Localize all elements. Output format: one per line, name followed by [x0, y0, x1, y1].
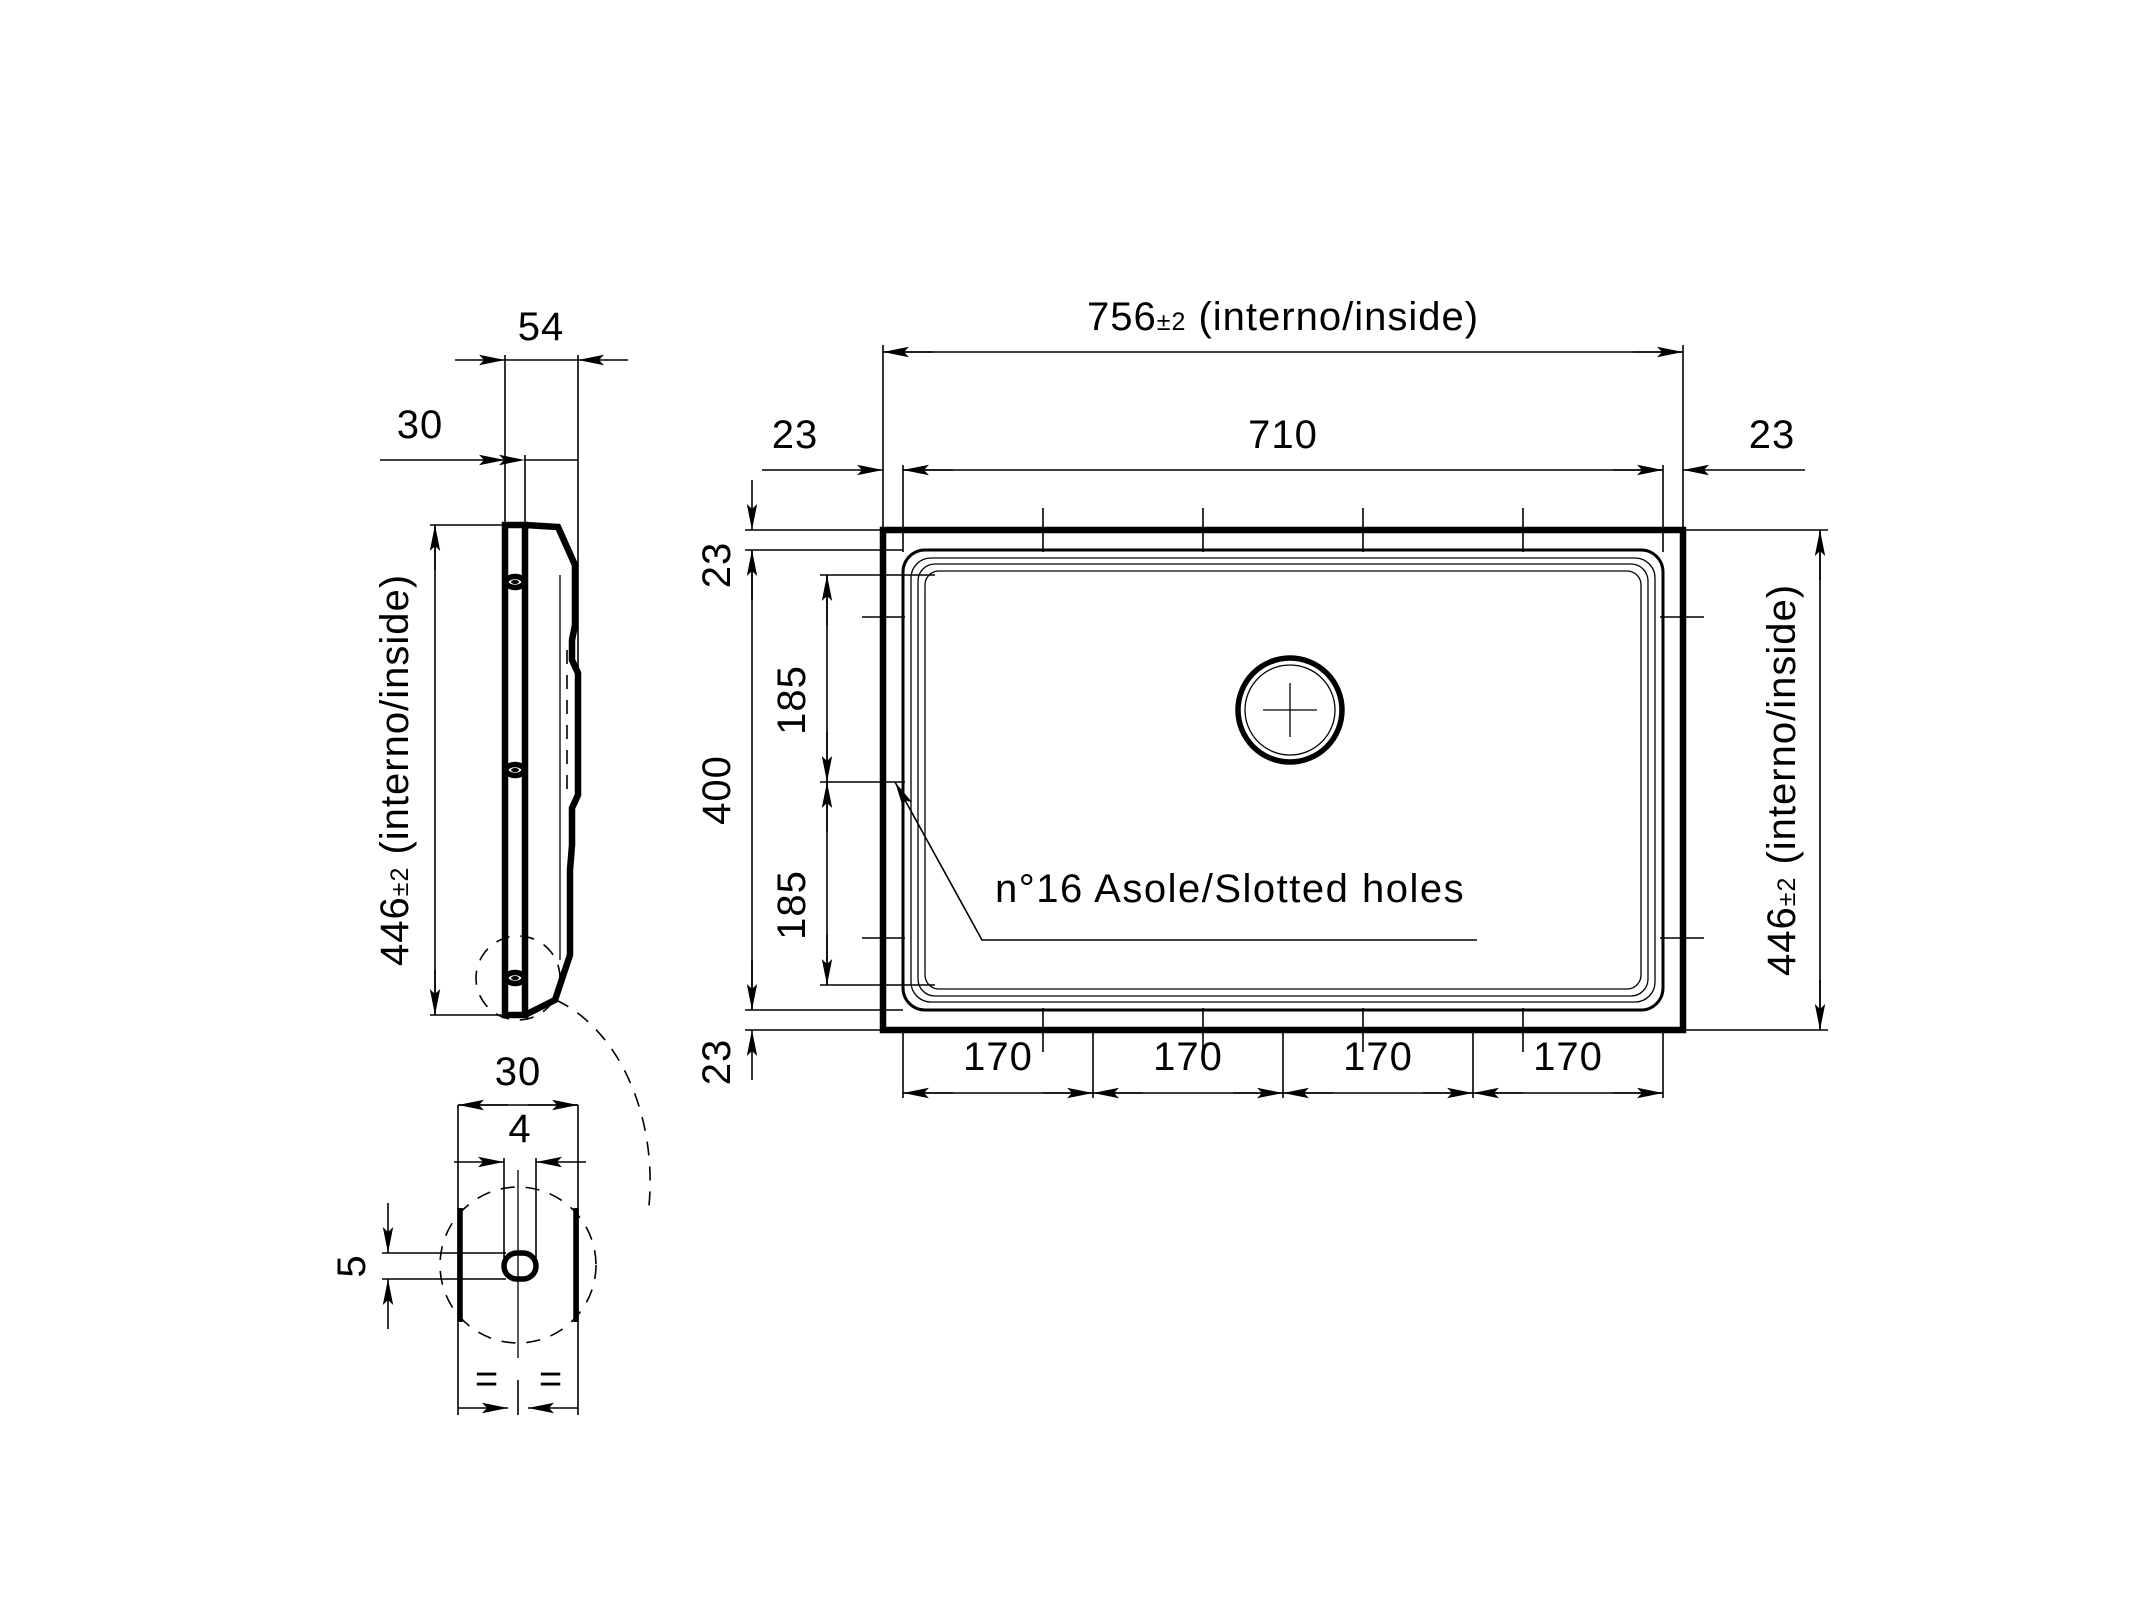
- plan-drain-hole: [1235, 655, 1345, 765]
- side-view: 54 30 446±2 (interno/inside): [373, 305, 651, 1216]
- dim-446-left-label: 446±2 (interno/inside): [373, 574, 417, 966]
- detail-enlarge-circle: [439, 1186, 597, 1344]
- plan-view: n°16 Asole/Slotted holes 756±2 (interno/…: [695, 295, 1828, 1099]
- plan-outer-flange: [879, 526, 1687, 1034]
- dim-4-detail-label: 4: [508, 1107, 531, 1151]
- dim-30-detail-label: 30: [495, 1050, 542, 1094]
- side-view-slot-holes: [503, 573, 527, 987]
- dim-54-label: 54: [518, 305, 565, 349]
- dim-446-left: 446±2 (interno/inside): [373, 524, 505, 1016]
- dim-756: 756±2 (interno/inside): [882, 295, 1684, 530]
- detail-callout-circle: [475, 935, 651, 1216]
- plan-note-label: n°16 Asole/Slotted holes: [995, 867, 1465, 911]
- dim-185-lower-label: 185: [770, 870, 814, 940]
- plan-inner-basin: [901, 548, 1665, 1012]
- detail-slot-hole: [501, 1250, 539, 1282]
- dim-446-right: 446±2 (interno/inside): [1683, 529, 1828, 1031]
- dim-5-detail-label: 5: [330, 1254, 374, 1277]
- dim-23-top-label: 23: [695, 542, 739, 589]
- dim-30-side-label: 30: [397, 403, 444, 447]
- dim-710-label: 710: [1248, 413, 1318, 457]
- dim-23-bottom-label: 23: [695, 1039, 739, 1086]
- dim-170-3-label: 170: [1343, 1035, 1413, 1079]
- dim-5-detail: 5: [330, 1203, 506, 1329]
- detail-view: 30 4 5 = =: [330, 1050, 597, 1415]
- dim-4-detail: 4: [454, 1107, 586, 1258]
- dim-row-170: 170 170 170 170: [902, 1030, 1664, 1099]
- equal-mark-left: =: [475, 1357, 499, 1401]
- dim-170-1-label: 170: [963, 1035, 1033, 1079]
- dim-185-upper-label: 185: [770, 665, 814, 735]
- side-view-body: [501, 521, 582, 1019]
- dim-446-right-label: 446±2 (interno/inside): [1760, 584, 1804, 976]
- dim-756-label: 756±2 (interno/inside): [1087, 295, 1479, 339]
- plan-note-leader: n°16 Asole/Slotted holes: [894, 781, 1477, 941]
- dim-23-right-label: 23: [1749, 413, 1796, 457]
- dim-30-side: 30: [380, 403, 578, 525]
- detail-equal-marks: = =: [458, 1357, 578, 1415]
- dim-400-label: 400: [695, 755, 739, 825]
- dim-170-2-label: 170: [1153, 1035, 1223, 1079]
- dim-row-710: 710 23 23: [762, 413, 1805, 552]
- dim-23-left-label: 23: [772, 413, 819, 457]
- plan-slot-ticks: [862, 508, 1704, 1052]
- equal-mark-right: =: [539, 1357, 563, 1401]
- dim-col-vertical: 23 400 23 185: [695, 480, 935, 1085]
- dim-170-4-label: 170: [1533, 1035, 1603, 1079]
- dim-30-detail: 30: [458, 1050, 578, 1111]
- dim-54: 54: [455, 305, 628, 680]
